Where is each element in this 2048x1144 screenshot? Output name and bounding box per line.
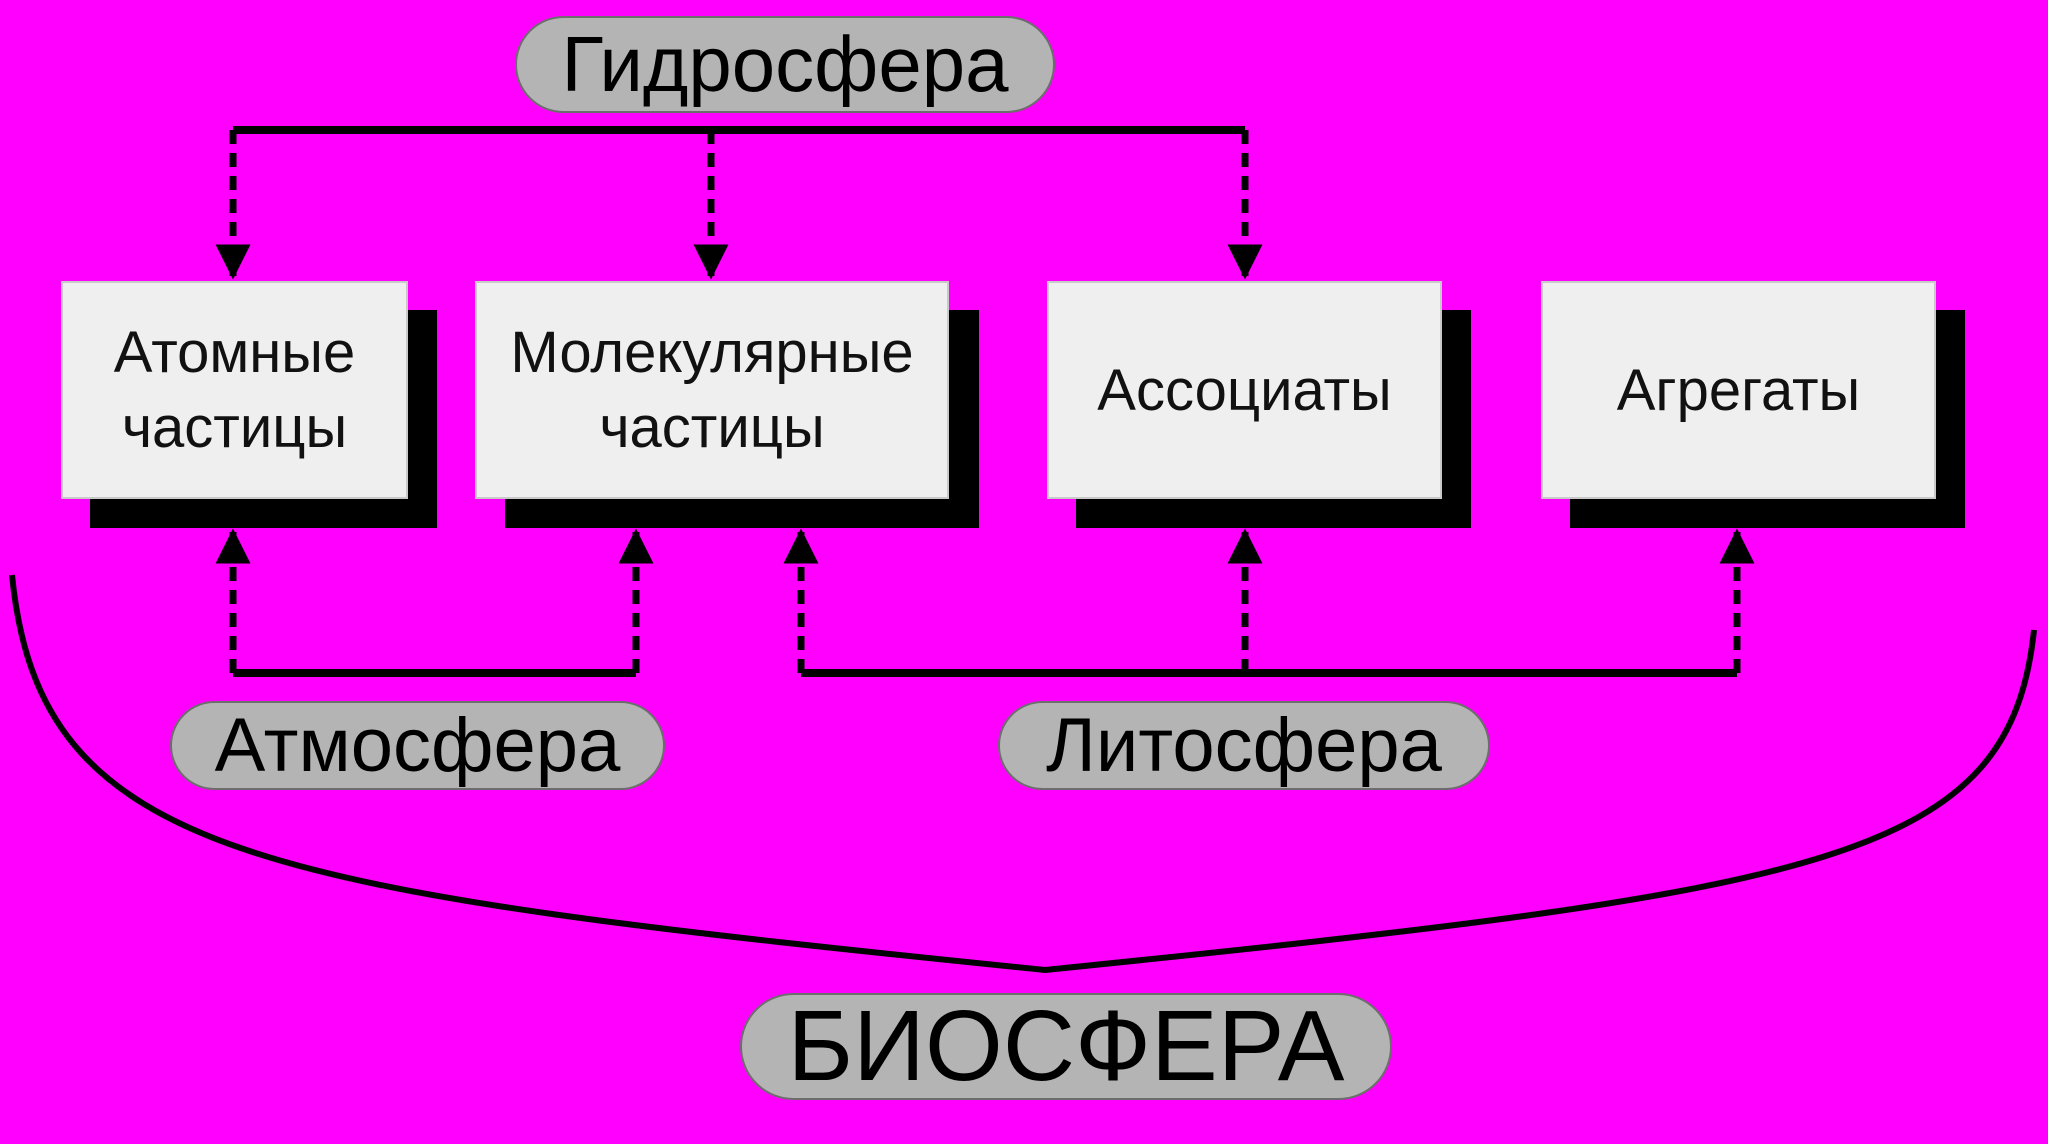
hydrosphere-label: Гидросфера (561, 20, 1009, 108)
hydrosphere-pill: Гидросфера (515, 16, 1055, 113)
biosphere-pill: БИОСФЕРА (740, 990, 1392, 1102)
molecular-particles-label: Молекулярные частицы (510, 320, 914, 460)
biosphere-label: БИОСФЕРА (787, 990, 1345, 1102)
biosphere-brace (9, 574, 2037, 974)
lithosphere-label: Литосфера (1046, 703, 1442, 788)
associates-box: Ассоциаты (1047, 281, 1442, 499)
associates-label: Ассоциаты (1097, 357, 1392, 423)
atomic-particles-box: Атомные частицы (61, 281, 408, 499)
molecular-particles-box: Молекулярные частицы (475, 281, 949, 499)
atmosphere-pill: Атмосфера (170, 701, 665, 790)
aggregates-label: Агрегаты (1616, 357, 1861, 423)
lithosphere-pill: Литосфера (998, 701, 1490, 790)
atmosphere-label: Атмосфера (214, 703, 621, 788)
atomic-particles-label: Атомные частицы (113, 320, 356, 460)
aggregates-box: Агрегаты (1541, 281, 1936, 499)
